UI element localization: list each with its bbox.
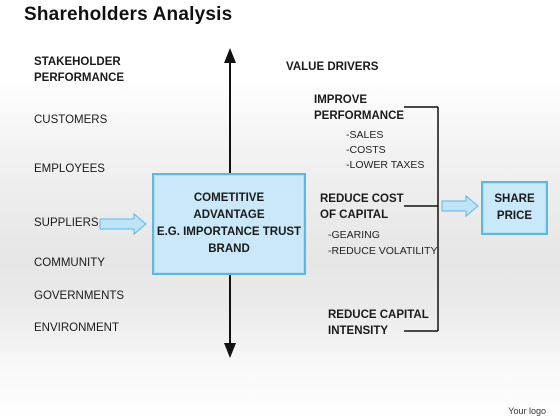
stakeholder-community: COMMUNITY xyxy=(34,257,105,269)
page-title: Shareholders Analysis xyxy=(24,4,233,25)
driver-3-line1: REDUCE CAPITAL xyxy=(328,309,429,321)
center-box-line2: ADVANTAGE xyxy=(193,209,265,221)
value-drivers-heading: VALUE DRIVERS xyxy=(286,61,379,73)
competitive-advantage-box: COMETITIVE ADVANTAGE E.G. IMPORTANCE TRU… xyxy=(152,173,306,275)
stakeholder-governments: GOVERNMENTS xyxy=(34,290,125,302)
driver-1-sub-1: -SALES xyxy=(346,129,384,141)
share-price-box: SHARE PRICE xyxy=(481,181,548,235)
stakeholder-customers: CUSTOMERS xyxy=(34,114,108,126)
driver-1-line2: PERFORMANCE xyxy=(314,110,405,122)
suppliers-arrow xyxy=(99,212,147,236)
share-price-line1: SHARE xyxy=(494,193,535,205)
stakeholder-employees: EMPLOYEES xyxy=(34,163,105,175)
driver-3-line2: INTENSITY xyxy=(328,325,389,337)
driver-2-sub-2: -REDUCE VOLATILITY xyxy=(328,245,438,257)
footer-logo-text: Your logo xyxy=(508,406,546,416)
driver-2-line2: OF CAPITAL xyxy=(320,209,389,221)
share-price-line2: PRICE xyxy=(496,210,533,222)
stakeholder-heading-line1: STAKEHOLDER xyxy=(34,56,121,68)
stakeholder-heading-line2: PERFORMANCE xyxy=(34,72,125,84)
center-box-line1: COMETITIVE xyxy=(193,192,265,204)
driver-1-sub-3: -LOWER TAXES xyxy=(346,159,425,171)
driver-1-line1: IMPROVE xyxy=(314,94,368,106)
driver-2-sub-1: -GEARING xyxy=(328,229,380,241)
arrow-down-head xyxy=(224,343,236,358)
center-box-line3: E.G. IMPORTANCE TRUST xyxy=(156,226,302,238)
stakeholder-environment: ENVIRONMENT xyxy=(34,322,119,334)
center-box-line4: BRAND xyxy=(208,243,250,255)
stakeholder-suppliers: SUPPLIERS xyxy=(34,217,99,229)
driver-2-line1: REDUCE COST xyxy=(320,193,404,205)
driver-1-sub-2: -COSTS xyxy=(346,144,386,156)
share-price-arrow xyxy=(441,194,479,218)
arrow-up-head xyxy=(224,48,236,63)
